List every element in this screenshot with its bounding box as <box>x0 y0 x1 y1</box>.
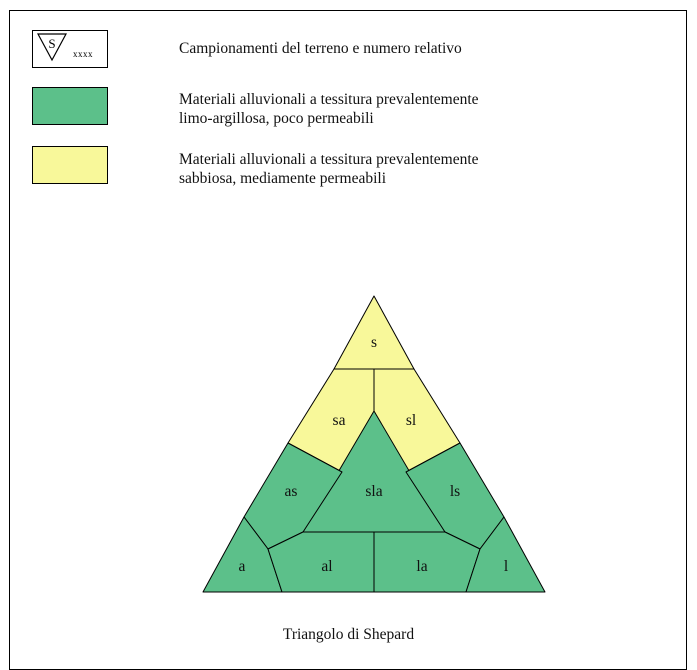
green-swatch <box>32 87 108 125</box>
sample-symbol-letter: S <box>48 36 55 51</box>
label-sl: sl <box>406 412 416 429</box>
legend-green-line1: Materiali alluvionali a tessitura preval… <box>179 91 479 108</box>
region-s <box>333 295 415 370</box>
legend-yellow-line1: Materiali alluvionali a tessitura preval… <box>179 151 479 168</box>
region-l <box>465 516 546 593</box>
label-al: al <box>321 558 332 575</box>
legend-sample-label: Campionamenti del terreno e numero relat… <box>179 40 462 57</box>
label-a: a <box>239 558 246 575</box>
sample-symbol-code: xxxx <box>73 49 93 59</box>
sample-symbol-icon: S xxxx <box>32 30 108 68</box>
label-s: s <box>371 334 377 351</box>
legend-yellow-line2: sabbiosa, mediamente permeabili <box>179 170 387 187</box>
label-la: la <box>416 558 427 575</box>
shepard-triangle: s sa sl sla as ls a al la l <box>202 295 546 593</box>
label-ls: ls <box>450 483 460 500</box>
legend-green-line2: limo-argillosa, poco permeabili <box>179 110 374 127</box>
yellow-swatch <box>32 146 108 184</box>
label-sa: sa <box>333 412 346 429</box>
label-as: as <box>285 483 298 500</box>
diagram-caption: Triangolo di Shepard <box>282 626 415 643</box>
label-l: l <box>504 558 508 575</box>
label-sla: sla <box>365 483 382 500</box>
